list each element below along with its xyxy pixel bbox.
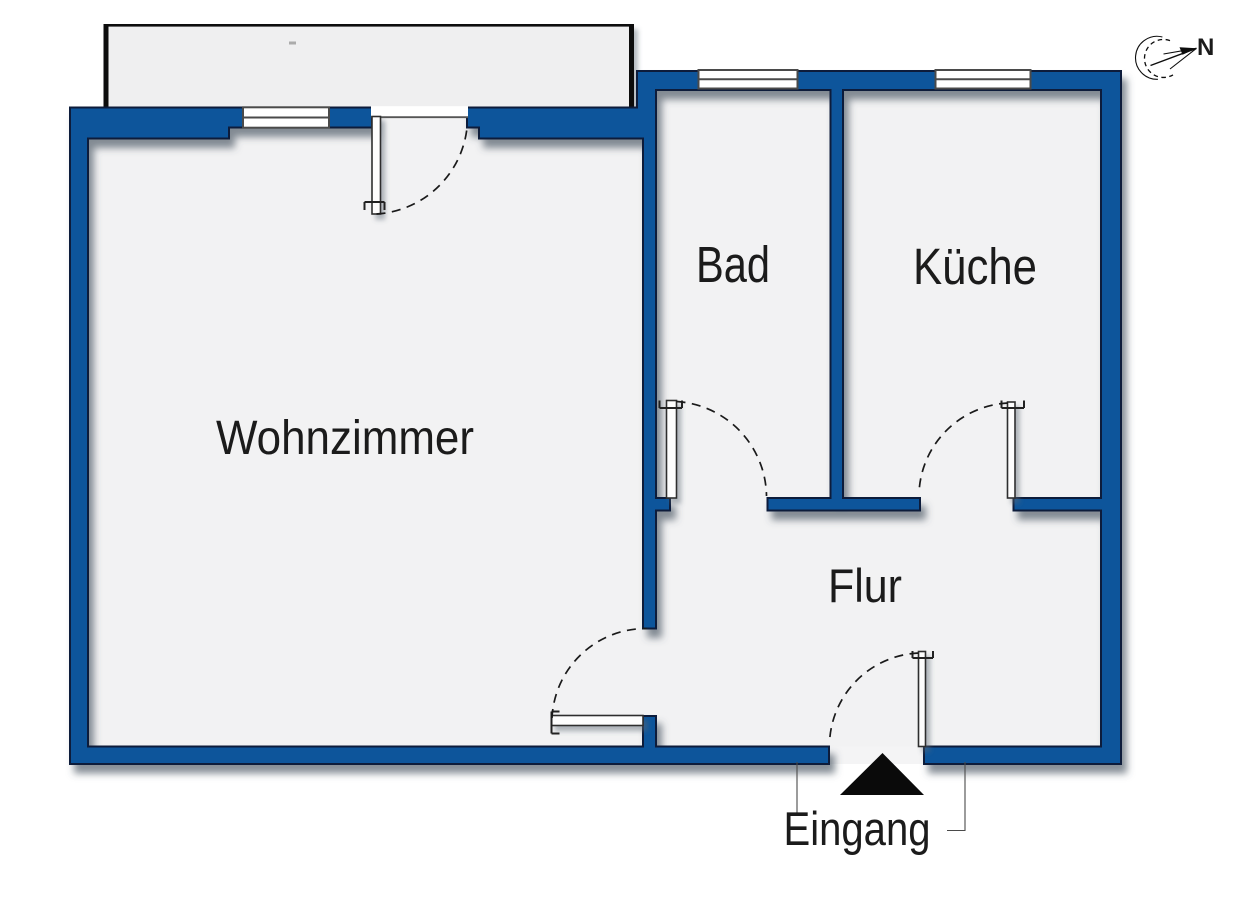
svg-text:Eingang: Eingang (784, 802, 931, 855)
svg-text:Küche: Küche (913, 238, 1037, 295)
svg-text:Bad: Bad (696, 236, 770, 293)
svg-text:N: N (1197, 34, 1214, 61)
svg-text:Wohnzimmer: Wohnzimmer (216, 412, 474, 465)
svg-text:Flur: Flur (828, 559, 902, 612)
